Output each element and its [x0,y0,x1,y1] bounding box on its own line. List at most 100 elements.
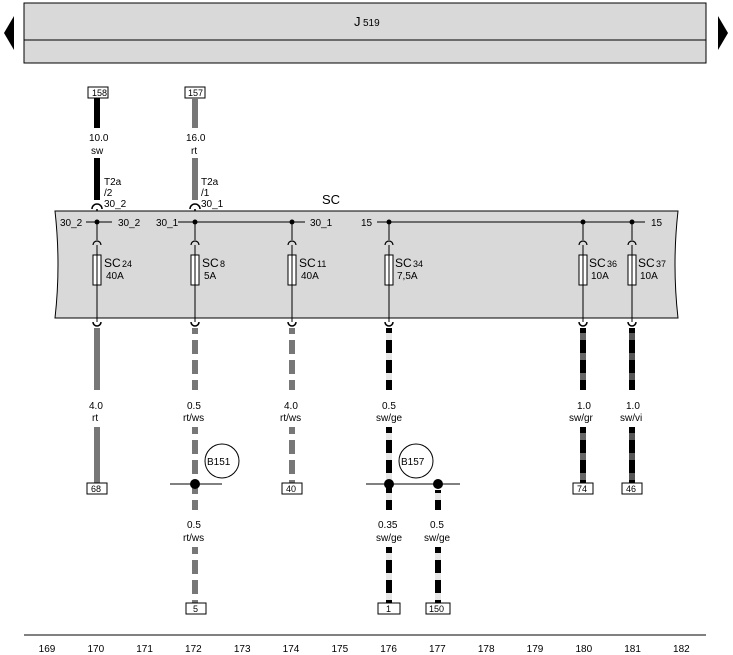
connector-terminal: 30_2 [104,199,127,210]
splice-label: B151 [207,457,231,468]
fuse-rating: 5A [204,271,217,282]
input-wire-1: 158 10.0 sw T2a /2 30_2 [87,86,127,222]
grid-number: 180 [575,644,592,655]
output-wire-3: 4.0 rt/ws 40 [280,328,303,495]
wire-size: 0.5 [382,401,396,412]
fuse-number: 36 [607,259,617,269]
rail-label: 30_1 [156,218,179,229]
wire-size: 0.5 [187,401,201,412]
wire-size: 0.5 [187,520,201,531]
rail-label: 30_2 [118,218,141,229]
fuse-number: 37 [656,259,666,269]
fuse-prefix: SC [638,256,655,270]
wire-color: rt [191,146,197,157]
connector-pin: /2 [104,188,113,199]
connector-ref: 158 [92,88,107,98]
fuse-prefix: SC [395,256,412,270]
splice-b157[interactable] [398,443,434,479]
grid-number: 179 [527,644,544,655]
connector-ref-box[interactable] [377,602,401,615]
fuse-rating: 40A [106,271,124,282]
grid-number: 176 [380,644,397,655]
fuse-rating: 40A [301,271,319,282]
wire-size: 10.0 [89,133,109,144]
grid-number: 182 [673,644,690,655]
fusebox-label: SC [322,192,340,207]
fuse-sc34[interactable]: SC 34 7,5A [384,222,423,322]
input-wire-2: 157 16.0 rt T2a /1 30_1 [184,86,224,222]
connector-ref: 68 [91,484,101,494]
rail-label: 15 [361,218,373,229]
fuse-number: 8 [220,259,225,269]
fusebox-housing: SC 30_2 30_2 30_1 30_1 15 15 [54,192,679,319]
grid-number: 169 [39,644,56,655]
rail-label: 30_2 [60,218,83,229]
wire-color: rt/ws [183,533,204,544]
fuse-number: 34 [413,259,423,269]
connector-ref: 5 [193,604,198,614]
grid-number: 170 [87,644,104,655]
splice-node [190,479,200,489]
output-wire-1: 4.0 rt 68 [86,328,108,495]
connector-ref: 150 [429,604,444,614]
wire-color: sw/gr [569,413,594,424]
module-label-sub: 519 [363,18,380,29]
connector-ref: 40 [286,484,296,494]
grid-number: 172 [185,644,202,655]
fuse-prefix: SC [589,256,606,270]
fuse-prefix: SC [202,256,219,270]
fuse-sc24[interactable]: SC 24 40A [92,222,132,322]
wire-color: sw [91,146,104,157]
output-wire-2: 0.5 rt/ws B151 0.5 rt/ws 5 [170,328,240,615]
fuse-rating: 10A [591,271,609,282]
connector-ref: 157 [188,88,203,98]
fuse-sc37[interactable]: SC 37 10A [627,222,666,322]
wire-size: 1.0 [626,401,640,412]
splice-label: B157 [401,457,425,468]
splice-node [384,479,394,489]
connector-terminal: 30_1 [201,199,224,210]
connector-ref-box[interactable] [572,482,594,495]
connector-ref: 1 [386,604,391,614]
connector-ref: 46 [626,484,636,494]
wire-size: 16.0 [186,133,206,144]
connector-ref-box[interactable] [185,602,207,615]
grid-number: 174 [283,644,300,655]
output-wire-6: 1.0 sw/vi 46 [620,328,643,495]
connector-ref-box[interactable] [86,482,108,495]
wire-color: rt/ws [183,413,204,424]
output-wire-4: 0.5 sw/ge B157 0.35 sw/ge 1 0.5 sw/ge 15… [366,328,460,615]
grid-number: 173 [234,644,251,655]
module-header: J 519 [23,2,707,64]
splice-b151[interactable] [204,443,240,479]
fuse-sc11[interactable]: SC 11 40A [287,222,326,322]
wire-size: 0.5 [430,520,444,531]
wire-color: sw/vi [620,413,642,424]
grid-number: 177 [429,644,446,655]
grid-number: 178 [478,644,495,655]
connector-ref: 74 [577,484,587,494]
wire-size: 0.35 [378,520,398,531]
connector-ref-box[interactable] [425,602,451,615]
grid-number: 171 [136,644,153,655]
wire-size: 4.0 [89,401,103,412]
wire-color: rt [92,413,98,424]
triangle-left-icon[interactable] [4,16,14,50]
wire-size: 4.0 [284,401,298,412]
wire-color: sw/ge [376,533,403,544]
connector-ref-box[interactable] [281,482,303,495]
output-hooks [92,321,637,327]
fuse-sc36[interactable]: SC 36 10A [578,222,617,322]
wire-size: 1.0 [577,401,591,412]
output-wire-5: 1.0 sw/gr 74 [569,328,594,495]
wire-color: sw/ge [376,413,403,424]
triangle-right-icon[interactable] [718,16,728,50]
fuse-prefix: SC [299,256,316,270]
fuse-prefix: SC [104,256,121,270]
fuse-sc8[interactable]: SC 8 5A [190,222,225,322]
grid-number: 181 [624,644,641,655]
fuse-number: 24 [122,259,132,269]
connector-ref-box[interactable] [621,482,643,495]
